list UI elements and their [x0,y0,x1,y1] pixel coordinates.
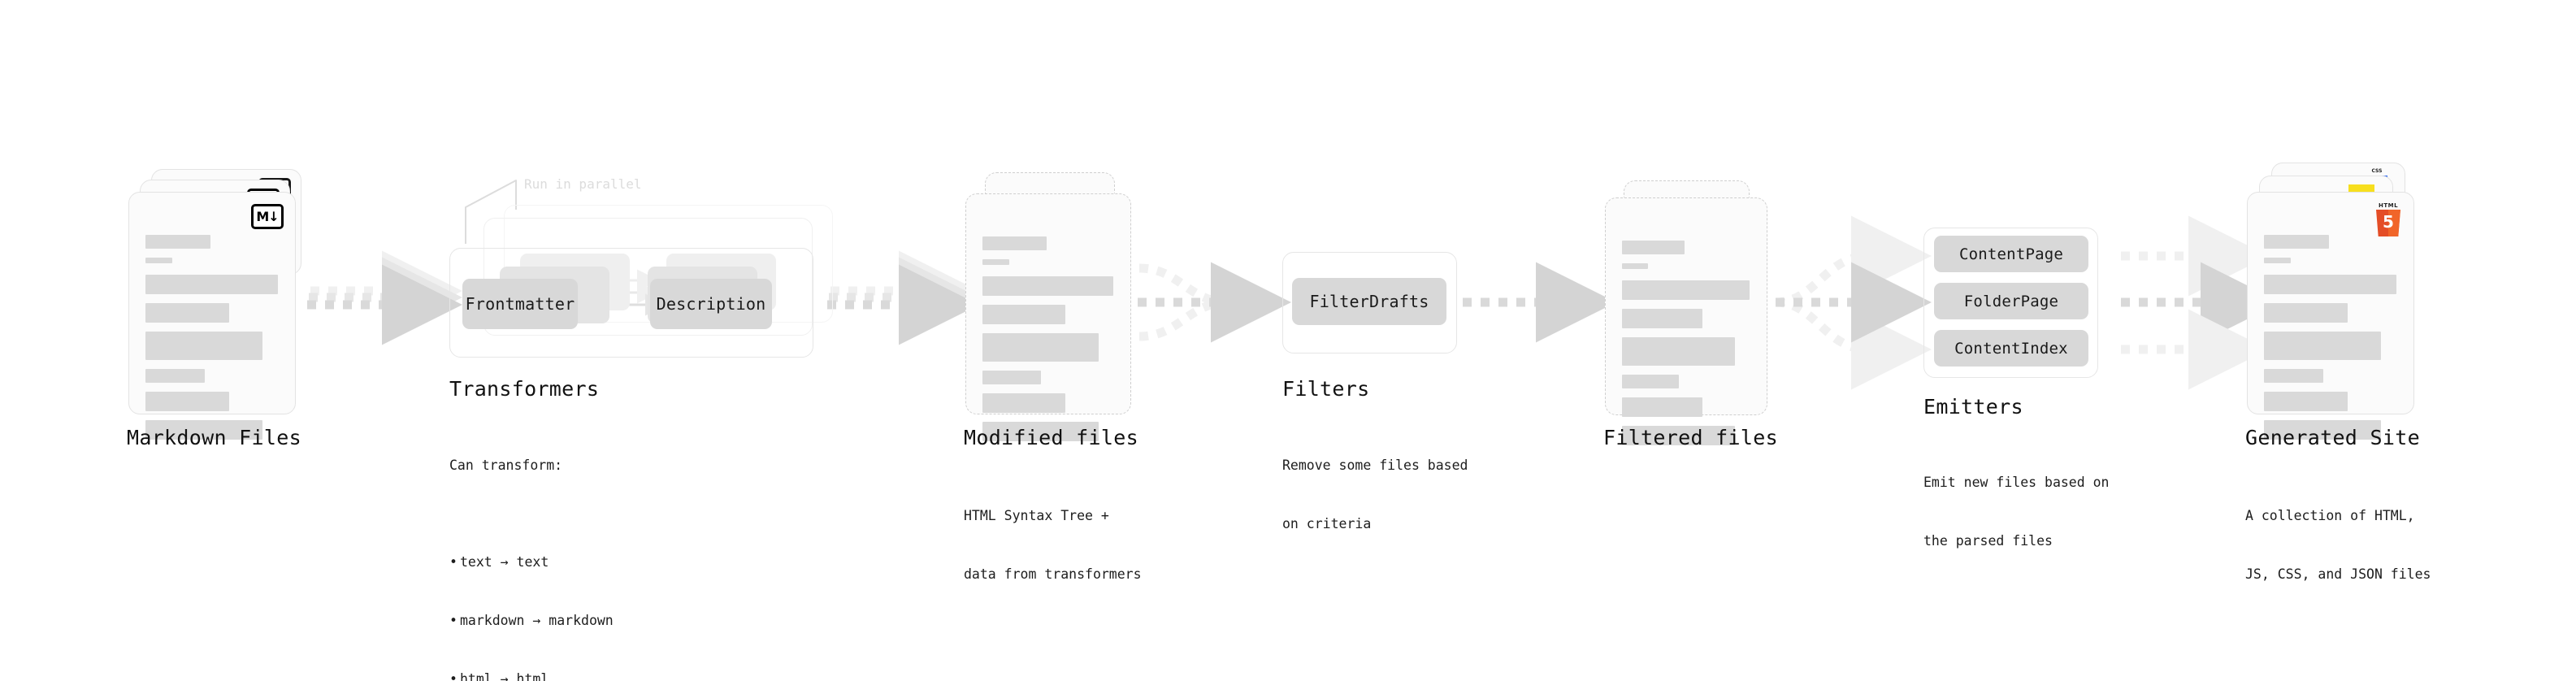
edge-emitters-to-generated [2121,215,2281,390]
content-bar [1622,280,1750,300]
transformers-desc-item: html → html [449,670,614,681]
content-bar [2264,420,2382,440]
content-bar [1622,337,1736,366]
css-icon-label: CSS [2371,168,2383,174]
content-bar [1622,241,1685,254]
content-bar [982,333,1099,362]
modified-card-content [982,236,1116,450]
content-bar [2264,235,2329,249]
content-bar [982,276,1113,296]
transformers-box-mid [484,218,813,336]
filters-desc-line: Remove some files based [1282,457,1468,473]
filters-desc-line: on criteria [1282,515,1372,531]
stage-desc-transformers: Can transform: text → text markdown → ma… [449,417,614,681]
content-bar [145,369,206,383]
content-bar [1622,263,1648,269]
content-bar [2264,275,2396,294]
content-bar [982,259,1009,265]
stage-desc-filters: Remove some files based on criteria [1282,417,1468,572]
markdown-icon: M↓ [251,204,284,229]
filtered-card-front [1605,197,1767,445]
emitters-desc-line: Emit new files based on [1923,474,2110,490]
stage-title-filtered-files: Filtered files [1603,426,1778,449]
generated-desc-line: JS, CSS, and JSON files [2245,566,2431,582]
transformers-desc-item: markdown → markdown [449,611,614,631]
run-in-parallel-label: Run in parallel [524,176,642,192]
stage-title-generated-site: Generated Site [2245,426,2420,449]
generated-card-content [2264,235,2399,449]
generated-desc-line: A collection of HTML, [2245,507,2415,523]
emitter-pill-contentpage[interactable]: ContentPage [1934,236,2088,272]
generated-card-front: HTML 5 [2247,192,2414,440]
emitter-pill-contentindex[interactable]: ContentIndex [1934,330,2088,367]
modified-desc-line: HTML Syntax Tree + [964,507,1109,523]
content-bar [145,332,263,360]
filtered-card-content [1622,241,1752,454]
content-bar [145,420,263,440]
stage-desc-generated-site: A collection of HTML, JS, CSS, and JSON … [2245,467,2431,622]
content-bar [1622,426,1736,445]
transformers-desc-intro: Can transform: [449,457,563,473]
filter-pill-filterdrafts[interactable]: FilterDrafts [1292,278,1446,325]
emitters-desc-line: the parsed files [1923,532,2053,549]
modified-desc-line: data from transformers [964,566,1142,582]
transformers-desc-item: text → text [449,553,614,572]
stage-title-markdown-files: Markdown Files [127,426,301,449]
stage-title-emitters: Emitters [1923,395,2023,419]
stage-desc-modified-files: HTML Syntax Tree + data from transformer… [964,467,1142,622]
edge-transformers-to-modified [827,250,979,345]
content-bar [982,422,1099,441]
markdown-card-content [145,235,280,449]
content-bar [982,236,1047,250]
content-bar [982,393,1065,413]
html5-icon-shield: 5 [2376,210,2400,236]
edge-markdown-to-transformers [307,250,462,345]
transformer-pill-frontmatter[interactable]: Frontmatter [462,279,578,329]
content-bar [982,371,1042,384]
edge-filtered-to-emitters [1758,215,1932,390]
html5-icon-label: HTML [2378,202,2399,209]
content-bar [2264,332,2382,360]
stage-title-transformers: Transformers [449,377,600,401]
html5-icon: HTML 5 [2374,202,2402,236]
transformers-desc-list: text → text markdown → markdown html → h… [449,514,614,681]
html5-icon-digit: 5 [2383,212,2394,232]
stage-desc-emitters: Emit new files based on the parsed files [1923,434,2109,589]
transformer-pill-description[interactable]: Description [650,279,772,329]
stage-title-filters: Filters [1282,377,1370,401]
content-bar [145,303,229,323]
content-bar [145,275,278,294]
content-bar [1622,375,1680,388]
content-bar [1622,397,1703,417]
filters-box [1282,252,1457,354]
transformers-box-front [449,248,813,358]
modified-card-front [965,193,1131,441]
emitters-box [1923,228,2098,378]
content-bar [145,235,210,249]
content-bar [2264,369,2324,383]
content-bar [1622,309,1703,328]
content-bar [2264,303,2348,323]
content-bar [2264,258,2292,263]
content-bar [2264,392,2348,411]
edge-modified-to-filters [1138,262,1291,343]
content-bar [982,305,1065,324]
emitter-pill-folderpage[interactable]: FolderPage [1934,283,2088,319]
content-bar [145,258,173,263]
stage-title-modified-files: Modified files [964,426,1138,449]
content-bar [145,392,229,411]
markdown-card-front: M↓ [128,192,296,440]
